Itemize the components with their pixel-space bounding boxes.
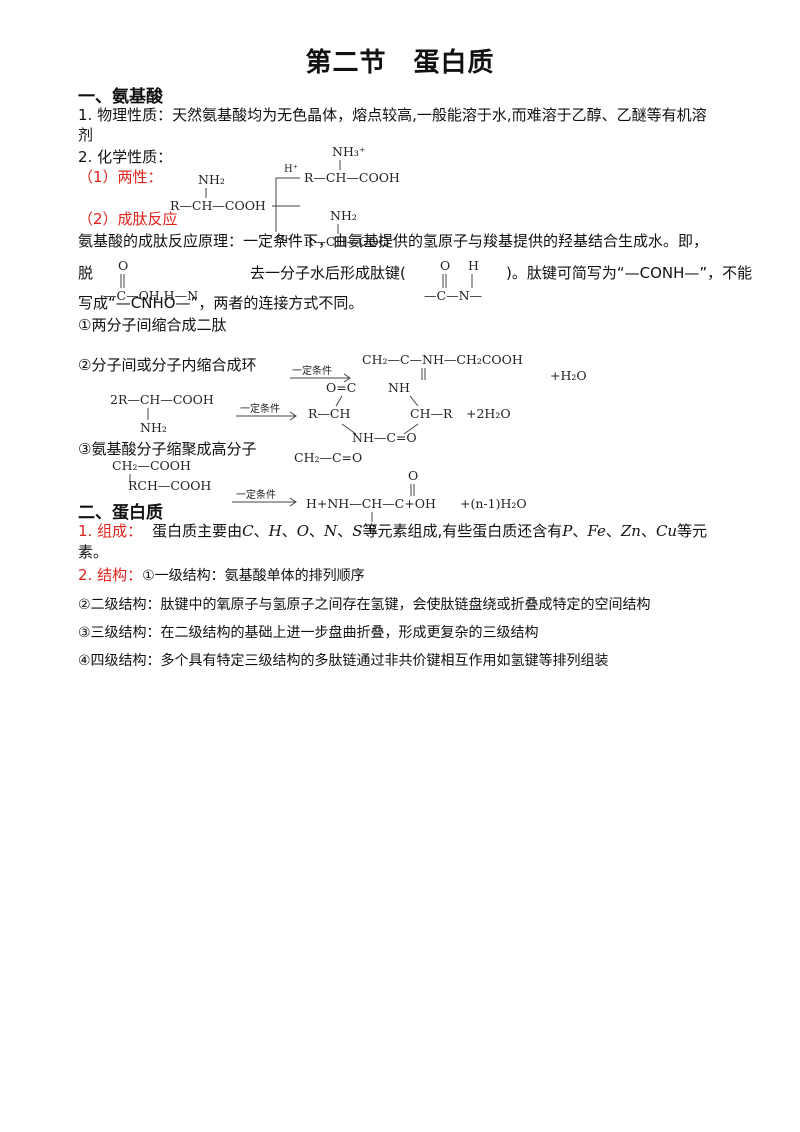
sep: 、	[309, 522, 325, 540]
tertiary-structure: ③三级结构：在二级结构的基础上进一步盘曲折叠，形成更复杂的三级结构	[78, 625, 539, 641]
peptide-principle-mid: 去一分子水后形成肽键(	[250, 264, 406, 282]
item-ring: ②分子间或分子内缩合成环	[78, 356, 257, 374]
h-plus-label: H⁺	[284, 164, 298, 175]
peptide-principle-tuo: 脱	[78, 264, 94, 282]
structure-label: 2. 结构：	[78, 566, 143, 584]
structure-line1: 2. 结构：①一级结构：氨基酸单体的排列顺序	[78, 564, 365, 587]
page-title: 第二节 蛋白质	[305, 48, 495, 78]
physical-properties-line2: 剂	[78, 126, 94, 144]
composition-text-b: 等元素组成,有些蛋白质还含有	[362, 522, 563, 540]
element-h: H	[268, 522, 282, 540]
c-oh-h-n-formula: —C—OH H—N	[104, 288, 198, 303]
sep: 、	[281, 522, 297, 540]
amphoteric-label: （1）两性：	[78, 168, 163, 186]
poly-ch2-c: CH₂—C=O	[294, 450, 362, 465]
cation-formula: R—CH—COOH	[304, 170, 400, 185]
bond-h: H	[468, 258, 479, 273]
peptide-reaction-label: （2）成肽反应	[78, 210, 178, 228]
composition-text-a: 蛋白质主要由	[152, 522, 243, 540]
element-c: C	[242, 522, 254, 540]
amino-acid-formula: R—CH—COOH	[170, 198, 266, 213]
poly-top-formula: CH₂—COOH	[112, 458, 191, 473]
peptide-principle-line3: 写成“—CNHO—”，两者的连接方式不同。	[78, 294, 364, 312]
ring-ch-r: CH—R	[410, 406, 453, 421]
ring-o-c: O=C	[326, 380, 356, 395]
quaternary-structure: ④四级结构：多个具有特定三级结构的多肽链通过非共价键相互作用如氢键等排列组装	[78, 653, 609, 669]
element-fe: Fe	[587, 522, 606, 540]
condition-label-2: 一定条件	[240, 402, 280, 415]
item-polymer: ③氨基酸分子缩聚成高分子	[78, 440, 257, 458]
nh3-group: NH₃⁺	[332, 144, 365, 159]
nh2-group: NH₂	[198, 172, 225, 187]
nh2-group-3: NH₂	[140, 420, 167, 435]
chemical-properties-label: 2. 化学性质：	[78, 148, 173, 166]
plus-water-2: +2H₂O	[466, 406, 511, 421]
physical-properties-line1: 1. 物理性质：天然氨基酸均为无色晶体，熔点较高,一般能溶于水,而难溶于乙醇、乙…	[78, 106, 707, 124]
sep: 、	[337, 522, 353, 540]
element-zn: Zn	[620, 522, 641, 540]
item-dipeptide: ①两分子间缩合成二肽	[78, 316, 227, 334]
composition-label: 1. 组成：	[78, 522, 143, 540]
condition-label-1: 一定条件	[292, 364, 332, 377]
two-amino-acid-formula: 2R—CH—COOH	[110, 392, 214, 407]
element-o: O	[296, 522, 310, 540]
ring-r-ch: R—CH	[308, 406, 350, 421]
sep: 、	[605, 522, 621, 540]
oh-minus-label: OH⁻	[276, 235, 298, 246]
primary-structure: ①一级结构：氨基酸单体的排列顺序	[142, 568, 365, 584]
sep: 、	[253, 522, 269, 540]
ring-top-formula: CH₂—C—NH—CH₂COOH	[362, 352, 523, 367]
section-heading-amino-acid: 一、氨基酸	[78, 87, 163, 107]
sep: 、	[640, 522, 656, 540]
element-cu: Cu	[655, 522, 678, 540]
peptide-bond-formula: —C—N—	[424, 288, 482, 303]
ring-nh-top: NH	[388, 380, 410, 395]
secondary-structure: ②二级结构：肽键中的氧原子与氢原子之间存在氢键，会使肽链盘绕或折叠成特定的空间结…	[78, 597, 651, 613]
poly-carbonyl-o: O	[408, 468, 418, 483]
poly-chain: H+NH—CH—C+OH	[306, 496, 436, 511]
bond-o: O	[440, 258, 450, 273]
nh2-group-2: NH₂	[330, 208, 357, 223]
composition-text-c: 等元	[677, 522, 708, 540]
sep: 、	[572, 522, 588, 540]
condition-label-3: 一定条件	[236, 488, 276, 501]
peptide-principle-line1: 氨基酸的成肽反应原理：一定条件下，由氨基提供的氢原子与羧基提供的羟基结合生成水。…	[78, 232, 709, 250]
composition-line2: 素。	[78, 543, 109, 561]
poly-r: R	[368, 522, 378, 537]
ring-bottom: NH—C=O	[352, 430, 417, 445]
composition-line: 1. 组成：蛋白质主要由C、H、O、N、S等元素组成,有些蛋白质还含有P、Fe、…	[78, 520, 707, 542]
carbonyl-o: O	[118, 258, 128, 273]
element-p: P	[562, 522, 573, 540]
anion-formula: R—CH—COO⁻	[304, 234, 396, 249]
element-s: S	[352, 522, 363, 540]
peptide-principle-end: )。肽键可简写为“—CONH—”，不能	[506, 264, 753, 282]
section-heading-protein: 二、蛋白质	[78, 503, 163, 523]
poly-water: +(n-1)H₂O	[460, 496, 527, 511]
plus-water-1: +H₂O	[550, 368, 587, 383]
poly-r-formula: RCH—COOH	[128, 478, 211, 493]
element-n: N	[324, 522, 338, 540]
